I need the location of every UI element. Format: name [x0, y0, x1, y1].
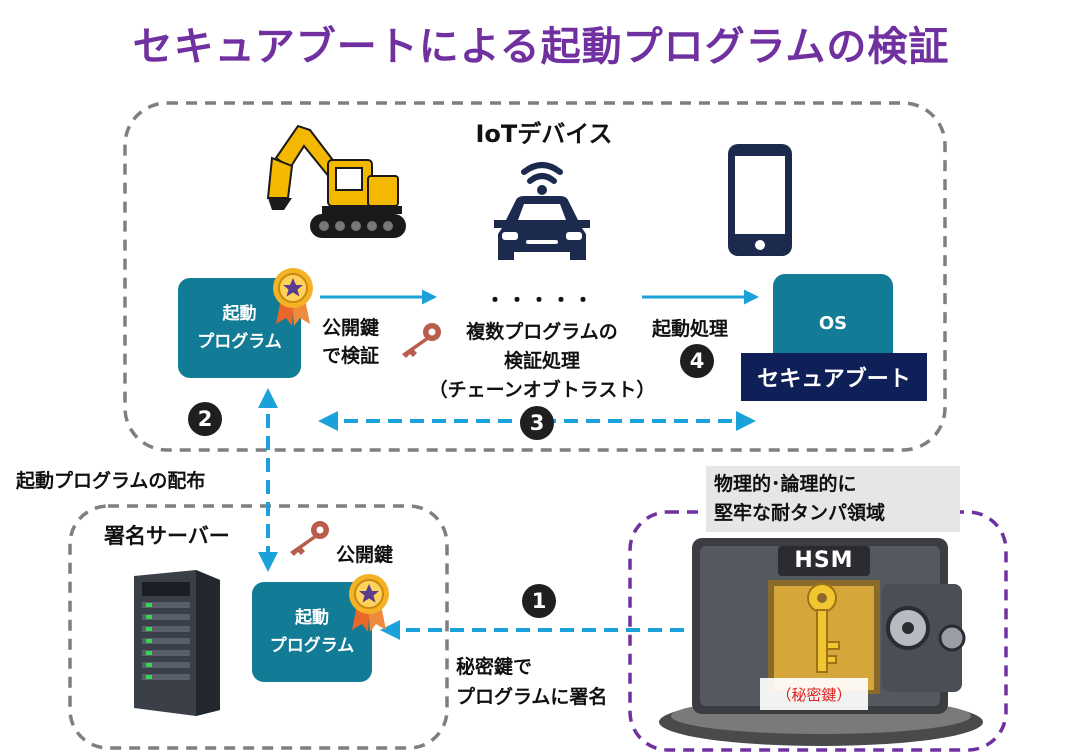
os-label: OS [818, 313, 848, 334]
verify-label-line1: 公開鍵 [322, 317, 380, 339]
verify-label: 公開鍵 で検証 [322, 314, 379, 370]
signing-server-label: 署名サーバー [104, 524, 230, 548]
connected-car-icon [494, 162, 590, 260]
sign-label-line1: 秘密鍵で [456, 656, 533, 678]
public-key-icon [402, 323, 441, 358]
program-chain-dots: ・・・・・ [485, 288, 595, 312]
server-certificate-badge-icon [349, 574, 389, 632]
step-1-badge: 1 [522, 584, 556, 618]
secure-boot-bar: セキュアブート [741, 353, 927, 401]
iot-program-card-line2: プログラム [197, 332, 282, 352]
server-program-card-line1: 起動 [295, 608, 329, 628]
tamper-resistant-region-label: 物理的･論理的に 堅牢な耐タンパ領域 [706, 466, 960, 532]
step-2-badge: 2 [188, 402, 222, 436]
server-rack-icon [134, 570, 220, 716]
tamper-label-line2: 堅牢な耐タンパ領域 [714, 502, 886, 524]
certificate-badge-icon [273, 268, 313, 326]
verify-label-line2: で検証 [322, 345, 380, 367]
excavator-icon [266, 124, 406, 238]
boot-process-label: 起動処理 [652, 318, 729, 340]
sign-label-line2: プログラムに署名 [456, 686, 608, 708]
multi-program-line1: 複数プログラムの [466, 321, 618, 343]
server-public-key-label: 公開鍵 [336, 544, 394, 566]
step-4-badge: 4 [680, 344, 714, 378]
multi-program-line3: （チェーンオブトラスト） [428, 379, 656, 401]
smartphone-icon [728, 144, 792, 256]
iot-device-label: IoTデバイス [475, 120, 613, 148]
private-key-label: （秘密鍵） [776, 686, 852, 704]
multi-program-verification-label: 複数プログラムの 検証処理 （チェーンオブトラスト） [418, 318, 666, 405]
server-program-card-line2: プログラム [269, 636, 355, 656]
iot-program-card-line1: 起動 [222, 304, 257, 324]
multi-program-line2: 検証処理 [503, 350, 580, 372]
tamper-label-line1: 物理的･論理的に [714, 473, 857, 495]
iot-device-group-border [123, 101, 947, 452]
hsm-safe-icon [659, 538, 983, 746]
server-public-key-icon [290, 521, 329, 556]
hsm-group-border [628, 510, 1008, 752]
sign-label: 秘密鍵で プログラムに署名 [456, 652, 607, 712]
server-boot-program-card: 起動 プログラム [252, 582, 372, 682]
distribution-label: 起動プログラムの配布 [16, 470, 206, 492]
page-title: セキュアブートによる起動プログラムの検証 [132, 24, 950, 70]
step-3-badge: 3 [520, 406, 554, 440]
hsm-safe-label: HSM [794, 548, 854, 573]
